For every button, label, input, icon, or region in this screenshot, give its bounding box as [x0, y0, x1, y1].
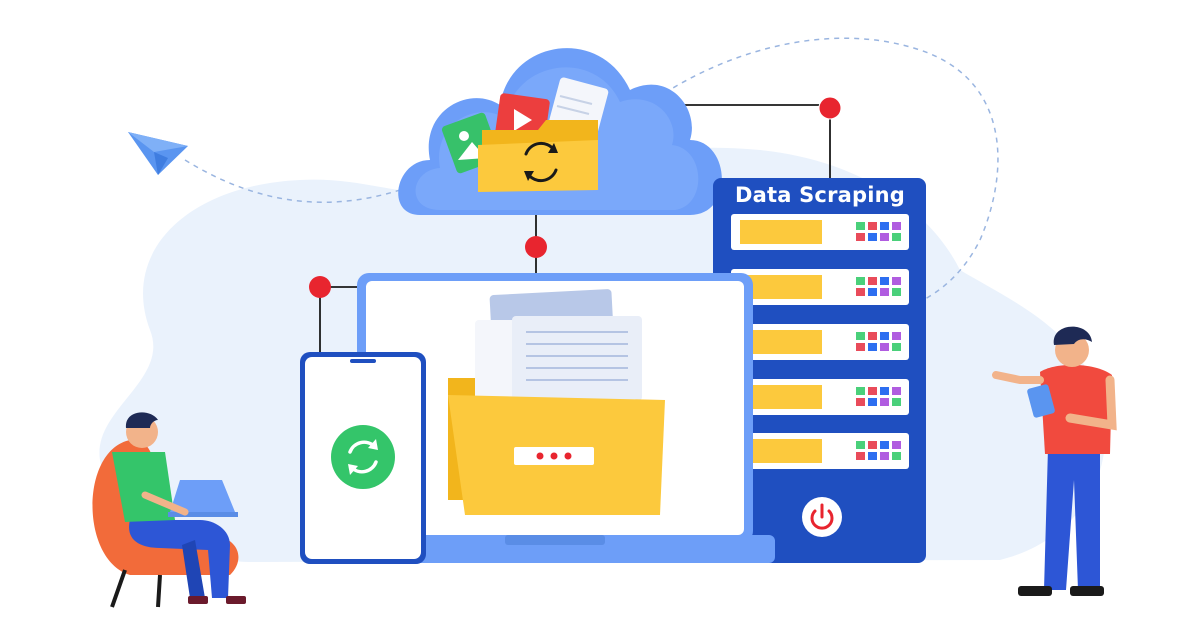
person-standing — [992, 326, 1117, 596]
server-status-light — [880, 288, 889, 296]
server-status-light — [856, 343, 865, 351]
paper-plane-icon — [128, 132, 188, 175]
server-unit — [731, 269, 909, 305]
cloud-folder — [478, 120, 598, 192]
server-status-light — [880, 452, 889, 460]
server-status-light — [880, 222, 889, 230]
power-icon — [802, 497, 842, 537]
server-unit — [731, 433, 909, 469]
server-status-light — [892, 387, 901, 395]
server-status-light — [868, 441, 877, 449]
server-status-light — [868, 288, 877, 296]
server-status-light — [856, 398, 865, 406]
server-status-light — [856, 441, 865, 449]
server-status-light — [880, 398, 889, 406]
connector-dot — [818, 96, 842, 120]
server-status-light — [892, 398, 901, 406]
server-unit — [731, 379, 909, 415]
server-status-light — [856, 233, 865, 241]
server-status-light — [868, 332, 877, 340]
server-status-light — [892, 288, 901, 296]
server-status-light — [892, 233, 901, 241]
server-status-light — [892, 441, 901, 449]
server-drive-slot — [740, 275, 822, 299]
server-status-light — [892, 452, 901, 460]
server-title: Data Scraping — [734, 183, 906, 207]
server-status-light — [868, 452, 877, 460]
server-status-light — [868, 398, 877, 406]
server-status-light — [856, 288, 865, 296]
server-status-light — [868, 222, 877, 230]
connector-dot — [525, 236, 547, 258]
laptop-folder — [448, 289, 665, 515]
server-status-light — [880, 233, 889, 241]
server-status-light — [880, 387, 889, 395]
server-status-light — [856, 222, 865, 230]
server-status-light — [856, 452, 865, 460]
server-status-light — [880, 343, 889, 351]
server-units — [731, 214, 909, 469]
connector-dot — [309, 276, 331, 298]
server-drive-slot — [740, 439, 822, 463]
server-drive-slot — [740, 220, 822, 244]
server-status-light — [868, 277, 877, 285]
server-status-light — [880, 332, 889, 340]
server-status-light — [892, 332, 901, 340]
server-status-light — [892, 343, 901, 351]
server-status-light — [856, 277, 865, 285]
server-status-light — [880, 277, 889, 285]
server-status-light — [856, 332, 865, 340]
sync-icon — [524, 141, 558, 183]
person-sitting — [92, 412, 246, 608]
server-status-light — [880, 441, 889, 449]
server-drive-slot — [740, 385, 822, 409]
server-status-light — [868, 233, 877, 241]
server-status-light — [868, 387, 877, 395]
dashed-trail — [184, 37, 999, 311]
server-unit — [731, 214, 909, 250]
server-unit — [731, 324, 909, 360]
server-status-light — [868, 343, 877, 351]
server-status-light — [892, 222, 901, 230]
phone — [300, 352, 426, 564]
server-drive-slot — [740, 330, 822, 354]
server-status-light — [856, 387, 865, 395]
server-status-light — [892, 277, 901, 285]
